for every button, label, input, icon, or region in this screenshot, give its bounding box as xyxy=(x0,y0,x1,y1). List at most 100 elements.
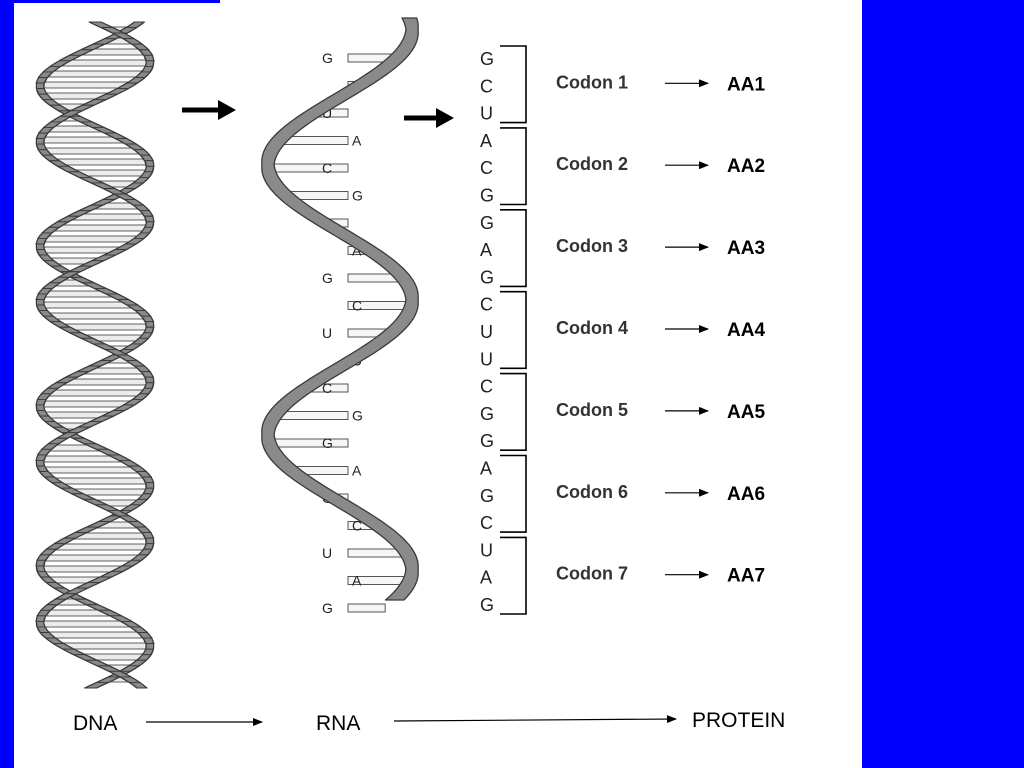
mrna-base: G xyxy=(480,431,494,451)
mrna-base: A xyxy=(480,568,492,588)
dna-base-pair-rung xyxy=(64,323,151,331)
amino-acid-label: AA1 xyxy=(727,74,765,95)
codon-row: Codon 6 AA6 xyxy=(500,454,765,533)
codon-label: Codon 4 xyxy=(556,318,628,338)
rna-base-letter: A xyxy=(352,133,362,149)
rna-base-letter: U xyxy=(322,545,332,561)
rna-base-letter: U xyxy=(322,105,332,121)
mrna-base: A xyxy=(480,240,492,260)
mrna-base: G xyxy=(480,213,494,233)
codon-label: Codon 6 xyxy=(556,482,628,502)
mrna-base: U xyxy=(480,104,493,124)
amino-acid-label: AA6 xyxy=(727,484,765,505)
mrna-base: C xyxy=(480,295,493,315)
rna-base-letter: G xyxy=(352,188,363,204)
rna-base-letter: A xyxy=(352,573,362,589)
dna-base-pair-rung xyxy=(47,312,147,320)
codon-label: Codon 7 xyxy=(556,564,628,584)
rna-label: RNA xyxy=(316,712,360,735)
mrna-base: C xyxy=(480,377,493,397)
dna-base-pair-rung xyxy=(54,543,150,551)
rna-base-letter: G xyxy=(322,270,333,286)
dna-label: DNA xyxy=(73,712,117,735)
rna-base-letter: C xyxy=(322,380,332,396)
mrna-base: U xyxy=(480,349,493,369)
dna-base-pair-rung xyxy=(41,235,139,243)
dna-base-pair-rung xyxy=(39,400,132,408)
dna-base-pair-rung xyxy=(39,620,132,628)
dna-base-pairs xyxy=(39,26,151,683)
protein-label: PROTEIN xyxy=(692,709,785,732)
amino-acid-label: AA3 xyxy=(727,238,765,259)
dna-base-pair-rung xyxy=(62,642,151,650)
codon-bracket xyxy=(500,536,527,615)
mrna-base: C xyxy=(480,76,493,96)
codon-label: Codon 1 xyxy=(556,72,628,92)
dna-base-pair-rung xyxy=(46,631,146,639)
dna-base-pair-rung xyxy=(71,213,150,221)
mrna-base: U xyxy=(480,322,493,342)
dna-base-pair-rung xyxy=(40,246,121,254)
rna-base: G xyxy=(268,435,349,451)
rna-base-letter: C xyxy=(352,298,362,314)
dna-strand-1 xyxy=(35,21,155,689)
amino-acid-label: AA5 xyxy=(727,402,765,423)
amino-acid-label: AA4 xyxy=(727,320,765,341)
mrna-base: G xyxy=(480,595,494,615)
rna-base-letter: G xyxy=(322,435,333,451)
codon-bracket xyxy=(500,454,527,533)
dna-base-pair-rung xyxy=(55,158,150,166)
codon-label: Codon 3 xyxy=(556,236,628,256)
rna-base: G xyxy=(322,600,386,616)
codon-bracket xyxy=(500,45,527,124)
dna-base-pair-rung xyxy=(52,224,149,232)
dna-base-pair-rung xyxy=(46,389,146,397)
dna-strand-2 xyxy=(35,21,155,689)
dna-base-pair-rung xyxy=(39,136,125,144)
top-accent-line xyxy=(14,0,220,3)
dna-base-pair-rung xyxy=(42,554,140,562)
rna-base-letter: A xyxy=(352,243,362,259)
flow-row: DNA RNA PROTEIN xyxy=(73,709,785,735)
codon-row: Codon 4 AA4 xyxy=(500,290,765,370)
codon-bracket xyxy=(500,290,527,370)
codon-label: Codon 2 xyxy=(556,154,628,174)
rna-base-letter: U xyxy=(322,325,332,341)
rna-base-letter: C xyxy=(322,160,332,176)
codon-label: Codon 5 xyxy=(556,400,628,420)
dna-to-rna-arrow xyxy=(182,100,236,120)
dna-base-pair-rung xyxy=(42,147,142,155)
dna-base-pair-rung xyxy=(62,378,151,386)
mrna-base: C xyxy=(480,513,493,533)
rna-base-letter: G xyxy=(322,50,333,66)
dna-base-pair-rung xyxy=(39,455,123,463)
codon-bracket xyxy=(500,372,527,451)
codon-bracket xyxy=(500,127,527,206)
mrna-base: A xyxy=(480,131,492,151)
mrna-base: U xyxy=(480,540,493,560)
rna-protein-flow-arrow xyxy=(393,715,677,724)
dna-base-pair-rung xyxy=(39,81,130,89)
mrna-base: C xyxy=(480,158,493,178)
mrna-base: G xyxy=(480,404,494,424)
dna-base-pair-rung xyxy=(42,466,140,474)
codon-row: Codon 1 AA1 xyxy=(500,45,765,124)
rna-base-letter: G xyxy=(352,408,363,424)
rna-base: C xyxy=(267,160,349,176)
amino-acid-label: AA7 xyxy=(727,566,765,587)
amino-acid-label: AA2 xyxy=(727,156,765,177)
rna-backbone xyxy=(261,17,419,601)
dna-base-pair-rung xyxy=(39,565,123,573)
mrna-base: G xyxy=(480,486,494,506)
codon-row: Codon 2 AA2 xyxy=(500,127,765,206)
codon-row: Codon 5 AA5 xyxy=(500,372,765,451)
rna-base-letter: C xyxy=(352,518,362,534)
mrna-base: G xyxy=(480,49,494,69)
mrna-base: G xyxy=(480,267,494,287)
dna-base-pair-rung xyxy=(39,301,133,309)
codon-row: Codon 7 AA7 xyxy=(500,536,765,615)
dna-base-pair-rung xyxy=(45,70,145,78)
